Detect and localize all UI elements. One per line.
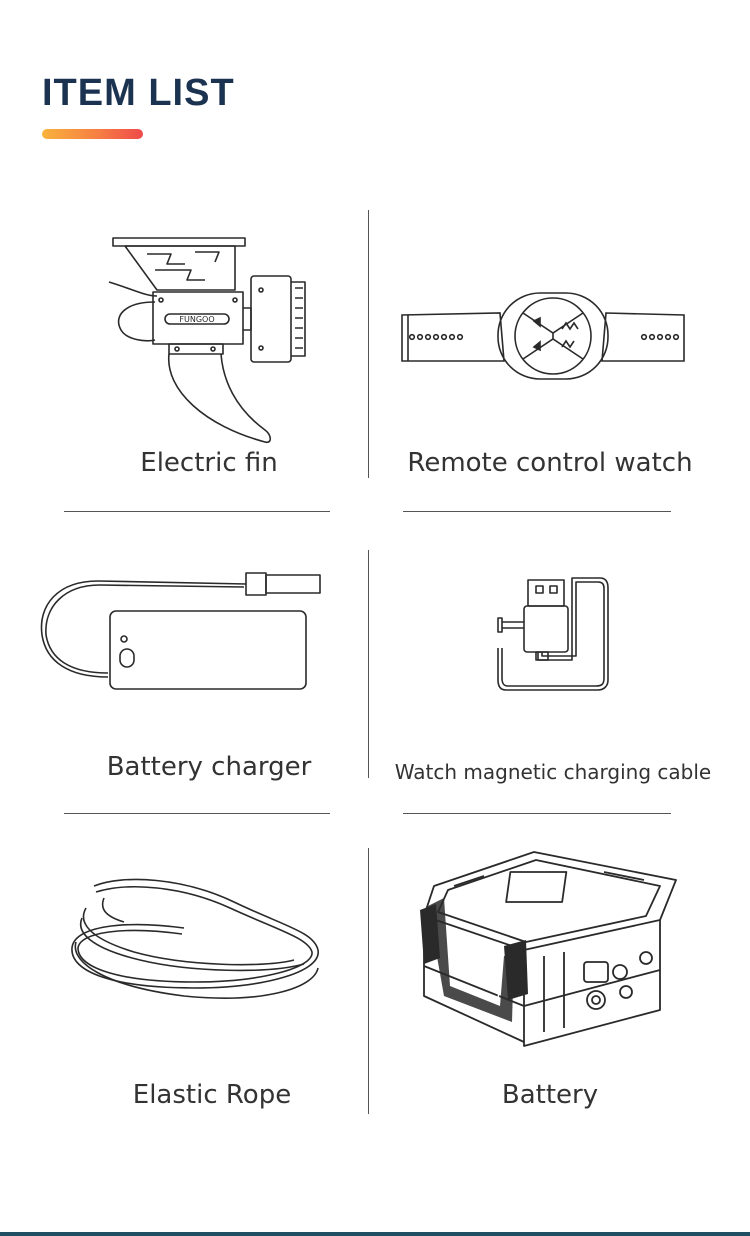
row-divider-left-1	[64, 511, 330, 512]
footer-bar	[0, 1232, 750, 1236]
row-divider-left-2	[64, 813, 330, 814]
title-accent-bar	[42, 129, 143, 139]
electric-fin-icon: FUNGOO	[108, 237, 306, 444]
remote-watch-icon	[401, 292, 685, 380]
row-divider-right-1	[403, 511, 671, 512]
item-label-remote-watch: Remote control watch	[407, 448, 693, 478]
item-label-electric-fin: Electric fin	[140, 448, 278, 478]
column-divider-1	[368, 210, 369, 478]
elastic-rope-icon	[71, 878, 319, 999]
item-label-magnetic-cable: Watch magnetic charging cable	[394, 760, 712, 784]
item-label-battery-charger: Battery charger	[106, 752, 312, 782]
column-divider-2	[368, 550, 369, 778]
magnetic-cable-icon	[497, 577, 609, 691]
item-label-elastic-rope: Elastic Rope	[132, 1080, 292, 1110]
battery-charger-icon	[40, 572, 321, 690]
row-divider-right-2	[403, 813, 671, 814]
battery-case-icon	[420, 851, 677, 1047]
column-divider-3	[368, 848, 369, 1114]
fin-brand-mark: FUNGOO	[179, 315, 214, 324]
page-title: ITEM LIST	[42, 72, 235, 114]
item-label-battery: Battery	[501, 1080, 599, 1110]
